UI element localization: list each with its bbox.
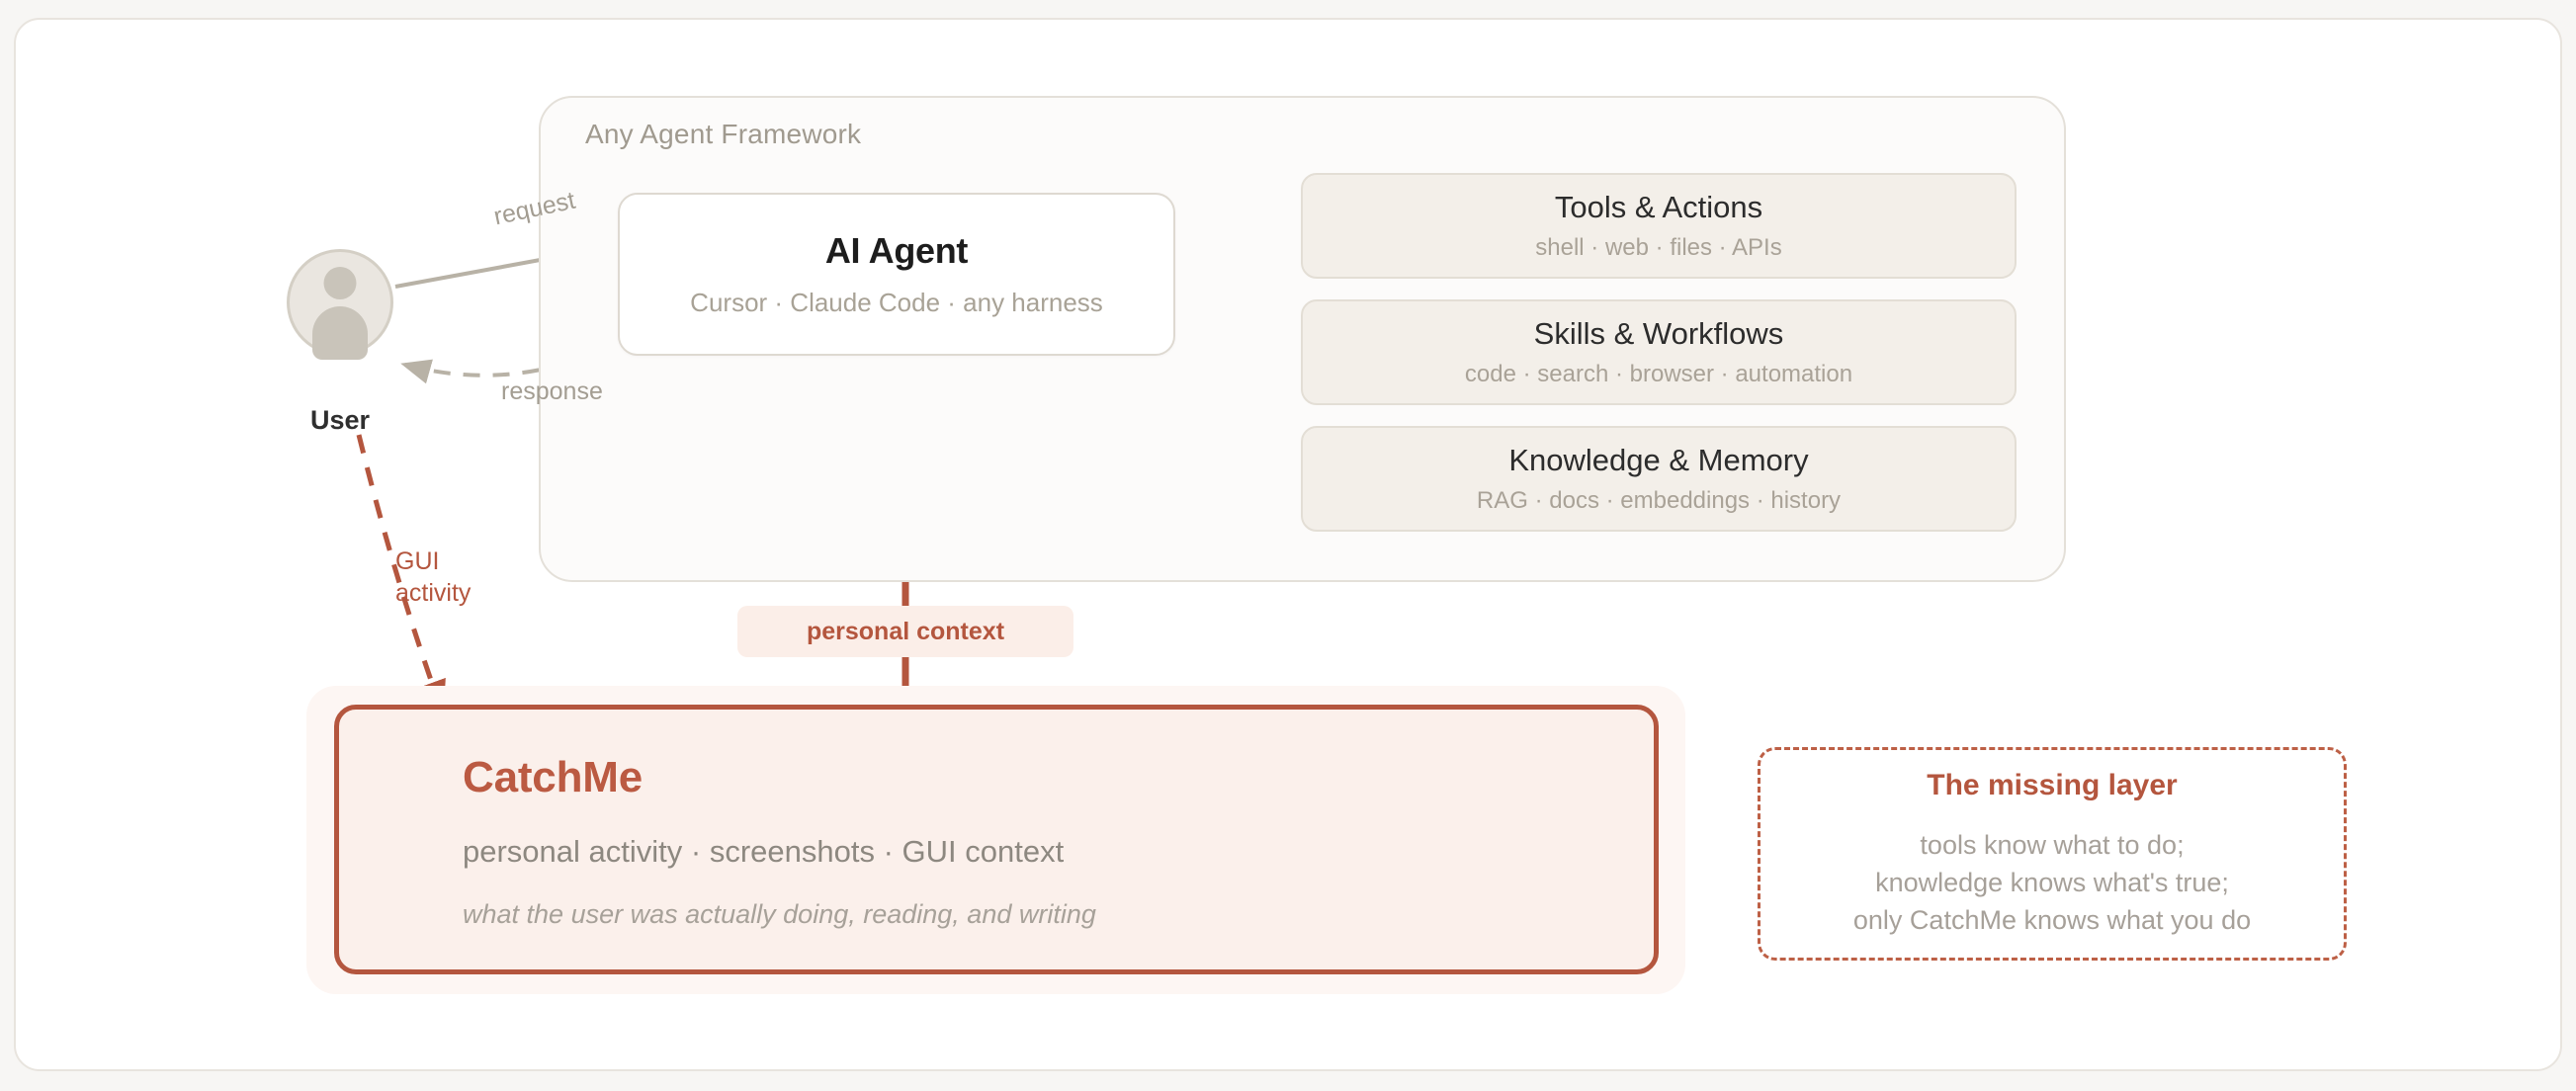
capability-subtitle: RAG · docs · embeddings · history [1476,487,1842,514]
missing-layer-title: The missing layer [1927,768,2178,801]
edge-label-response: response [501,378,603,405]
missing-layer-line-2: knowledge knows what's true; [1875,867,2229,897]
missing-layer-panel: The missing layer tools know what to do;… [1758,747,2347,961]
user-avatar-icon [287,249,393,360]
capability-subtitle: code · search · browser · automation [1464,361,1853,387]
avatar-body-shape [312,306,368,360]
gui-activity-line-2: activity [395,579,472,607]
capability-skills-workflows[interactable]: Skills & Workflows code · search · brows… [1301,299,2017,405]
user-label: User [309,405,371,435]
capability-subtitle: shell · web · files · APIs [1535,234,1782,261]
catchme-note: what the user was actually doing, readin… [463,899,1096,929]
avatar-head-shape [323,267,357,299]
gui-activity-line-1: GUI [395,547,440,575]
missing-layer-line-1: tools know what to do; [1920,829,2185,860]
ai-agent-title: AI Agent [824,230,969,271]
catchme-panel[interactable]: CatchMe personal activity · screenshots … [334,705,1659,974]
edge-label-gui-activity: GUI activity [395,546,471,609]
capability-title: Tools & Actions [1554,190,1763,224]
catchme-subtitle: personal activity · screenshots · GUI co… [463,834,1065,869]
agent-framework-label: Any Agent Framework [585,119,862,149]
capability-title: Skills & Workflows [1533,316,1784,351]
ai-agent-node[interactable]: AI Agent Cursor · Claude Code · any harn… [618,193,1175,356]
ai-agent-subtitle: Cursor · Claude Code · any harness [690,288,1103,317]
catchme-title: CatchMe [463,753,643,801]
capability-knowledge-memory[interactable]: Knowledge & Memory RAG · docs · embeddin… [1301,426,2017,532]
missing-layer-line-3: only CatchMe knows what you do [1852,905,2252,936]
capability-tools-actions[interactable]: Tools & Actions shell · web · files · AP… [1301,173,2017,279]
personal-context-badge: personal context [737,606,1073,657]
capability-title: Knowledge & Memory [1508,443,1809,477]
